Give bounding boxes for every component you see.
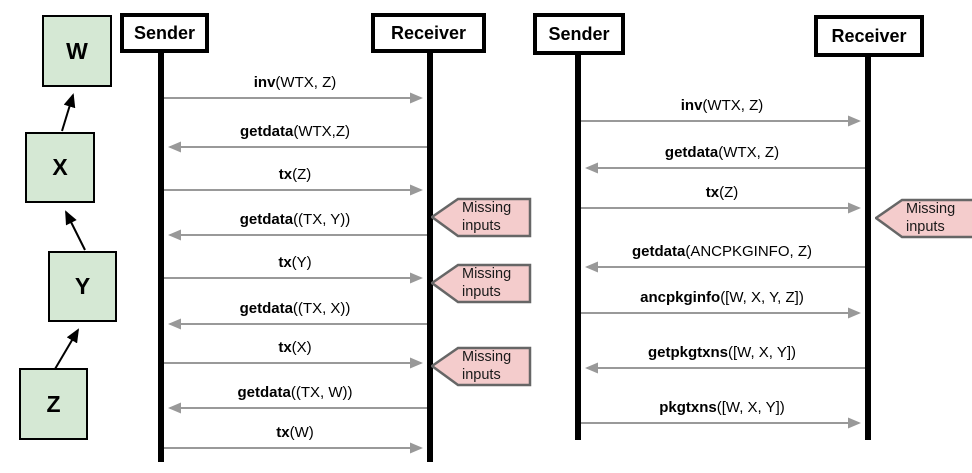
missing-inputs-tag: Missing inputs: [431, 197, 532, 238]
right-receiver-box: Receiver: [814, 15, 924, 57]
message-label: tx(W): [276, 424, 314, 441]
message-label: inv(WTX, Z): [253, 74, 337, 91]
missing-inputs-tag: Missing inputs: [875, 198, 972, 239]
tag-shape: [875, 198, 972, 239]
dependency-arrow: [61, 93, 76, 132]
right-sender-box: Sender: [533, 13, 625, 55]
tx-node-z: Z: [19, 368, 88, 440]
message-label: getpkgtxns([W, X, Y]): [647, 344, 797, 361]
message-label: tx(Z): [705, 184, 739, 201]
missing-inputs-label: Missing inputs: [462, 266, 512, 300]
tag-shape: [431, 346, 532, 387]
tag-shape: [431, 197, 532, 238]
tag-shape: [431, 263, 532, 304]
message-label: tx(Y): [278, 254, 312, 271]
dependency-arrow: [65, 210, 86, 251]
missing-inputs-label: Missing inputs: [462, 200, 512, 234]
tx-node-label: W: [66, 37, 88, 64]
actor-label: Sender: [548, 23, 610, 44]
message-label: getdata(ANCPKGINFO, Z): [631, 243, 812, 260]
tx-node-label: X: [52, 154, 68, 180]
left-sender-box: Sender: [120, 13, 209, 53]
missing-inputs-tag: Missing inputs: [431, 346, 532, 387]
message-label: tx(X): [278, 339, 312, 356]
message-label: getdata((TX, X)): [239, 300, 351, 317]
actor-label: Sender: [133, 22, 196, 43]
message-label: inv(WTX, Z): [680, 97, 764, 114]
left-receiver-box: Receiver: [371, 13, 486, 53]
tx-node-label: Y: [74, 273, 91, 299]
message-label: getdata((TX, W)): [237, 384, 353, 401]
dependency-arrow: [54, 328, 80, 370]
missing-inputs-tag: Missing inputs: [431, 263, 532, 304]
missing-inputs-label: Missing inputs: [906, 201, 956, 235]
message-label: getdata(WTX, Z): [664, 144, 780, 161]
message-label: getdata((TX, Y)): [239, 211, 351, 228]
message-label: getdata(WTX,Z): [240, 123, 350, 140]
actor-label: Receiver: [390, 22, 467, 43]
message-label: tx(Z): [278, 166, 312, 183]
tx-node-label: Z: [46, 390, 61, 417]
tx-node-w: W: [42, 15, 112, 87]
missing-inputs-label: Missing inputs: [462, 349, 512, 383]
tx-node-y: Y: [48, 251, 117, 322]
message-label: pkgtxns([W, X, Y]): [659, 399, 785, 416]
message-label: ancpkginfo([W, X, Y, Z]): [640, 289, 804, 306]
tx-node-x: X: [25, 132, 95, 203]
actor-label: Receiver: [831, 25, 907, 46]
